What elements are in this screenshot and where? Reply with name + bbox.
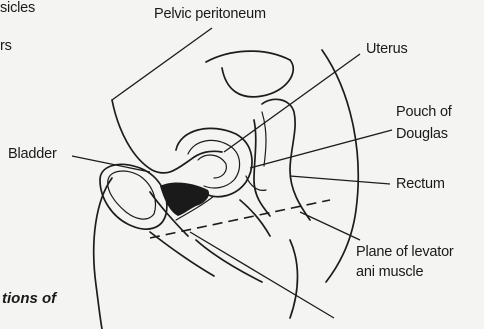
perineum-line	[150, 232, 214, 276]
label-bladder: Bladder	[8, 146, 57, 163]
posterior-contour	[290, 240, 298, 318]
partial-label-top-left-2: rs	[0, 38, 12, 55]
figure-caption: tions of	[2, 290, 56, 307]
uterus-cavity	[198, 155, 226, 178]
pouch-of-douglas-leader	[250, 130, 392, 168]
pelvic-peritoneum-leader	[112, 28, 212, 100]
partial-label-top-left-1: sicles	[0, 0, 35, 17]
rectum-leader	[290, 176, 390, 184]
label-pouch-of-douglas-line1: Pouch of	[396, 104, 452, 121]
rectum-outer	[262, 99, 310, 220]
bladder-outer-wall	[100, 164, 167, 229]
uterus-inner	[188, 140, 240, 188]
label-pelvic-peritoneum: Pelvic peritoneum	[154, 6, 266, 23]
peritoneum-line	[112, 100, 222, 173]
anal-line	[196, 240, 262, 282]
bladder-inner-wall	[108, 171, 156, 219]
levator-leader	[300, 212, 360, 240]
label-pouch-of-douglas-line2: Douglas	[396, 126, 448, 143]
rectum-inner	[254, 120, 270, 216]
label-levator-line2: ani muscle	[356, 264, 423, 281]
label-rectum: Rectum	[396, 176, 445, 193]
sacrum-curve	[322, 50, 358, 282]
body-outline-left	[94, 178, 112, 329]
bowel-loop	[222, 60, 293, 97]
rectum-front	[262, 112, 266, 166]
abdomen-outline	[206, 51, 290, 62]
label-uterus: Uterus	[366, 41, 408, 58]
uterus-leader	[224, 54, 360, 152]
label-levator-line1: Plane of levator	[356, 244, 454, 261]
